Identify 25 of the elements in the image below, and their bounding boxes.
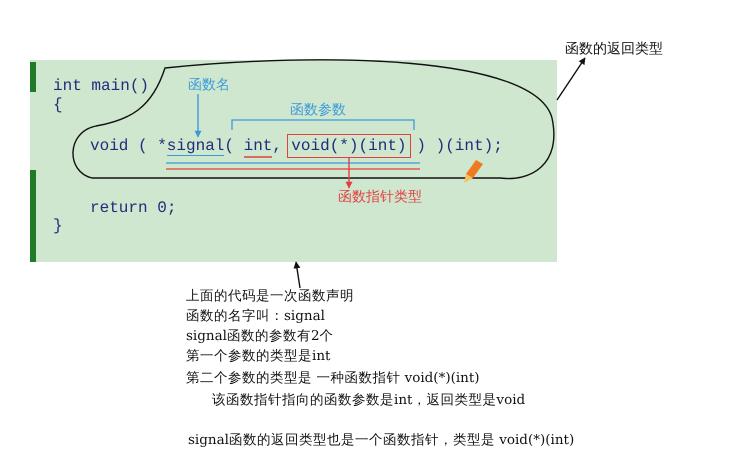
callout-text: 函数的返回类型 [565, 40, 663, 58]
explanation-text: 函数的名字叫：signal [186, 308, 325, 324]
explanation-text: signal函数的返回类型也是一个函数指针，类型是 void(*)(int) [188, 432, 574, 448]
code-line: int main() [53, 77, 150, 95]
explanation-text: 第二个参数的类型是 一种函数指针 void(*)(int) [186, 370, 480, 386]
arrow [294, 261, 301, 288]
code-text: signal [166, 137, 224, 156]
code-panel [30, 60, 557, 262]
annotation-text: 函数参数 [290, 101, 346, 119]
code-line: ) )(int); [416, 137, 503, 155]
annotation-text: 函数指针类型 [338, 188, 422, 206]
code-line: void ( * [90, 137, 167, 155]
arrow [194, 94, 202, 138]
annotation-text: 函数名 [188, 76, 230, 94]
explanation-text: signal函数的参数有2个 [186, 328, 334, 344]
highlight-box: void(*)(int) [287, 134, 411, 158]
code-line: ( int, [224, 137, 282, 155]
arrow [556, 57, 586, 100]
explanation-text: 第一个参数的类型是int [186, 348, 330, 364]
code-line: { [53, 96, 63, 114]
code-line: return 0; [90, 199, 176, 217]
arrow [346, 158, 352, 189]
explanation-text: 上面的代码是一次函数声明 [186, 288, 354, 304]
explanation-text: 该函数指针指向的函数参数是int，返回类型是void [212, 392, 526, 408]
code-line: } [53, 217, 63, 235]
